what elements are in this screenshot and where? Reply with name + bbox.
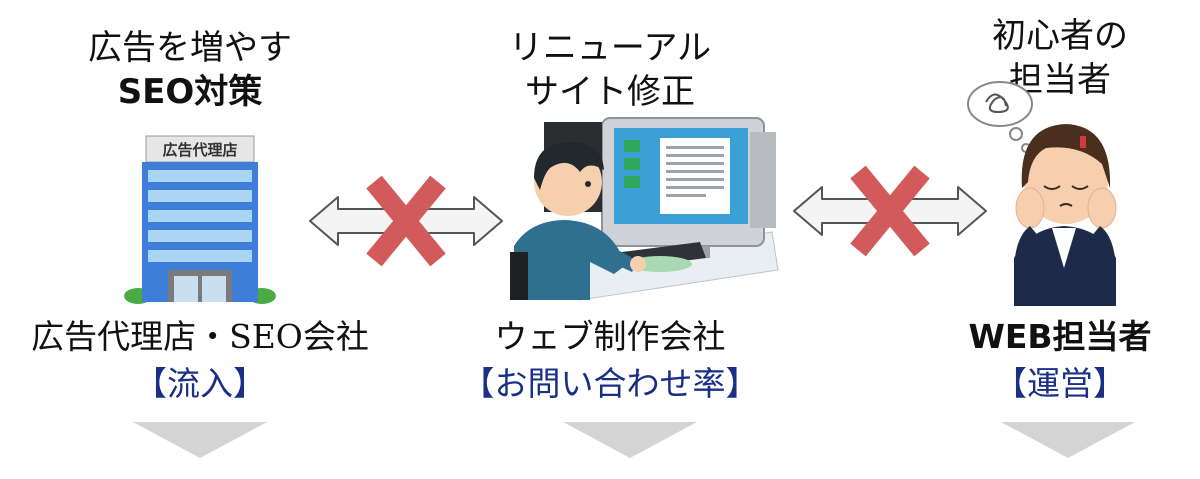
- col1-title-line1: 広告を増やす: [88, 28, 292, 68]
- building-sign-text: 広告代理店: [162, 141, 237, 159]
- down-arrow-3: [1001, 422, 1135, 458]
- worried-person-illustration: [960, 78, 1170, 306]
- col3-name: WEB担当者: [968, 317, 1152, 356]
- col1-kpi: 【流入】: [134, 364, 266, 403]
- office-building-illustration: 広告代理店: [120, 130, 280, 305]
- cross-icon: [850, 166, 930, 256]
- down-arrow-2: [563, 422, 697, 458]
- col2-name: ウェブ制作会社: [494, 317, 726, 356]
- col1-title: 広告を増やす SEO対策: [40, 26, 340, 114]
- col1-name: 広告代理店・SEO会社: [31, 317, 369, 356]
- cross-icon: [366, 176, 446, 266]
- col3-kpi: 【運営】: [994, 364, 1126, 403]
- web-designer-illustration: [510, 112, 780, 302]
- col2-title-line1: リニューアル: [508, 28, 712, 68]
- left-connector: [308, 176, 504, 266]
- down-arrow-1: [133, 422, 267, 458]
- right-connector: [792, 166, 988, 256]
- col2-title: リニューアル サイト修正: [480, 26, 740, 114]
- col2-kpi: 【お問い合わせ率】: [461, 364, 759, 403]
- col3-title-line1: 初心者の: [992, 16, 1128, 56]
- col1-title-line2: SEO対策: [117, 72, 263, 112]
- col2-title-line2: サイト修正: [525, 72, 695, 112]
